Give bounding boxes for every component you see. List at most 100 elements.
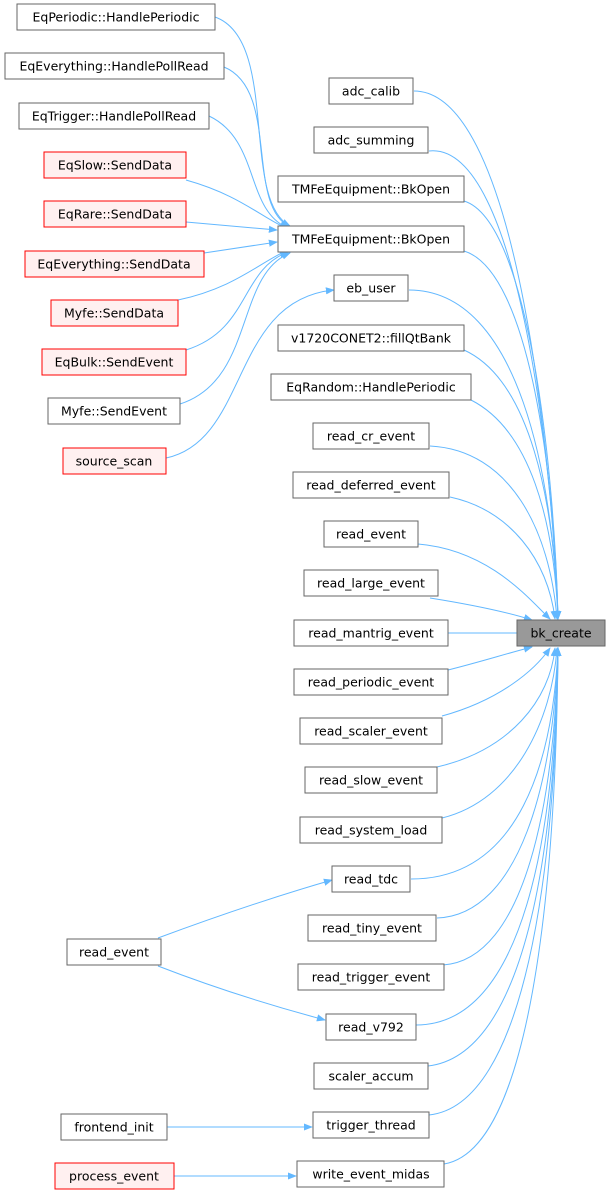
node-read-slow-event[interactable]: read_slow_event [304,766,438,794]
node-read-tiny-event[interactable]: read_tiny_event [307,914,437,942]
node-read-v792[interactable]: read_v792 [325,1013,417,1041]
node-label: adc_calib [342,84,400,99]
edge-eqtrigger-poll [208,115,289,229]
edge-eqeverything-poll [223,66,291,228]
edge-v1720 [463,349,562,620]
node-label: read_scaler_event [314,724,428,739]
edge-scaler-accum [427,647,562,1067]
node-label: frontend_init [74,1120,153,1135]
edge-myfe-sendevent [179,252,291,405]
node-label: TMFeEquipment::BkOpen [291,182,450,197]
node-v1720-fill[interactable]: v1720CONET2::fillQtBank [277,324,465,352]
node-frontend-init[interactable]: frontend_init [60,1113,168,1141]
edge-read-periodic [447,645,533,671]
node-tmfe-bkopen-2[interactable]: TMFeEquipment::BkOpen [277,225,465,253]
node-eqbulk-sendevent[interactable]: EqBulk::SendEvent [41,348,187,376]
node-label: EqEverything::SendData [37,257,190,272]
node-label: EqTrigger::HandlePollRead [32,109,196,124]
node-label: read_event [336,527,406,542]
node-label: read_v792 [338,1020,404,1035]
edge-eqeverything-send [203,239,278,254]
node-write-event-midas[interactable]: write_event_midas [296,1160,445,1188]
edge-myfe-senddata [177,249,289,301]
node-eqrandom-periodic[interactable]: EqRandom::HandlePeriodic [270,373,472,401]
edge-eqperiodic [214,16,291,227]
edge-read-deferred [449,496,558,620]
node-label: read_system_load [315,823,428,838]
node-label: EqSlow::SendData [58,158,172,173]
node-eqeverything-poll[interactable]: EqEverything::HandlePollRead [4,52,225,80]
node-label: adc_summing [328,133,415,148]
node-label: read_trigger_event [312,970,431,985]
node-read-scaler-event[interactable]: read_scaler_event [299,717,443,745]
node-label: v1720CONET2::fillQtBank [291,331,452,346]
edge-read-cr-event [429,445,560,620]
edge-read-event-r [417,543,551,620]
edge-tmfe-bkopen-2 [463,250,562,620]
edge-read-tdc [410,647,562,880]
node-label: read_large_event [317,576,425,591]
node-label: read_periodic_event [308,675,435,690]
node-source-scan[interactable]: source_scan [62,447,167,475]
node-read-deferred-event[interactable]: read_deferred_event [292,471,450,499]
edges-to-bk-create [408,90,562,1165]
edge-source-scan [165,287,335,459]
edge-trigger-thread [428,647,562,1116]
node-label: Myfe::SendEvent [61,404,167,419]
edge-read-system-load [441,647,561,819]
node-read-event-r[interactable]: read_event [323,520,419,548]
node-label: read_tdc [344,872,398,887]
node-scaler-accum[interactable]: scaler_accum [313,1062,429,1090]
node-eb-user[interactable]: eb_user [333,274,409,302]
edge-eqslow-send [185,179,289,230]
node-read-trigger-event[interactable]: read_trigger_event [297,963,445,991]
node-label: write_event_midas [312,1167,429,1182]
node-label: scaler_accum [328,1069,413,1084]
node-read-periodic-event[interactable]: read_periodic_event [293,668,449,696]
edge-read-v792 [415,647,562,1026]
edge-read-event-l-tdc [157,878,333,939]
node-eqslow-send[interactable]: EqSlow::SendData [43,151,187,179]
node-read-event-l[interactable]: read_event [66,938,162,966]
edge-tmfe-bkopen-1 [463,200,562,620]
node-process-event[interactable]: process_event [54,1162,175,1190]
node-read-tdc[interactable]: read_tdc [331,865,411,893]
node-bk-create[interactable]: bk_create [516,619,606,647]
node-adc-calib[interactable]: adc_calib [328,77,414,105]
node-myfe-sendevent[interactable]: Myfe::SendEvent [47,397,181,425]
node-myfe-senddata[interactable]: Myfe::SendData [50,299,179,327]
node-label: eb_user [346,281,396,296]
node-label: trigger_thread [326,1118,415,1133]
node-label: Myfe::SendData [64,306,164,321]
edge-read-event-l-v792 [157,965,326,1022]
node-eqrare-send[interactable]: EqRare::SendData [43,200,187,228]
node-eqeverything-send[interactable]: EqEverything::SendData [24,250,205,278]
edge-eqrare-send [185,221,278,233]
node-read-large-event[interactable]: read_large_event [303,569,439,597]
node-read-mantrig-event[interactable]: read_mantrig_event [293,619,449,647]
node-label: EqEverything::HandlePollRead [19,59,208,74]
node-label: EqRandom::HandlePeriodic [286,380,456,395]
edge-read-slow [436,647,558,768]
edge-read-tiny [436,647,562,919]
node-label: EqBulk::SendEvent [55,355,174,370]
node-eqtrigger-poll[interactable]: EqTrigger::HandlePollRead [18,102,210,130]
node-eqperiodic[interactable]: EqPeriodic::HandlePeriodic [16,3,216,31]
node-label: process_event [69,1169,159,1184]
edge-adc-calib [413,90,562,620]
edge-read-scaler [441,647,551,717]
node-label: EqPeriodic::HandlePeriodic [33,10,200,25]
node-label: read_mantrig_event [308,626,434,641]
edge-eqbulk-sendevent [185,251,289,351]
node-label: read_event [79,945,149,960]
node-label: EqRare::SendData [58,207,172,222]
node-trigger-thread[interactable]: trigger_thread [312,1111,430,1139]
node-label: read_cr_event [327,429,415,444]
node-adc-summing[interactable]: adc_summing [313,126,429,154]
edge-eqrandom [470,399,562,620]
node-tmfe-bkopen-1[interactable]: TMFeEquipment::BkOpen [277,175,465,203]
edge-read-large [429,597,533,621]
node-read-system-load[interactable]: read_system_load [299,816,443,844]
edges-left [157,16,335,1180]
node-read-cr-event[interactable]: read_cr_event [312,422,430,450]
